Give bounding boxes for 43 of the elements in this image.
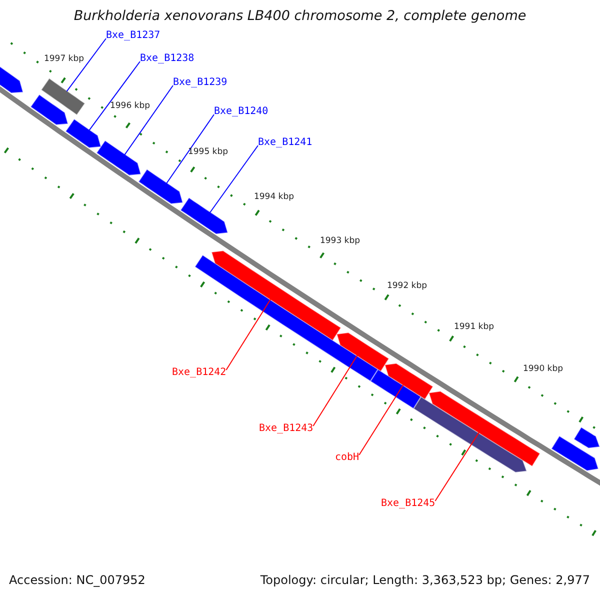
position-label: 1994 kbp [254, 193, 294, 203]
leader-line [124, 85, 174, 156]
gene-feature [551, 436, 598, 471]
gene-label: Bxe_B1243 [259, 423, 314, 434]
gene-label: Bxe_B1240 [214, 106, 268, 118]
accession-text: Accession: NC_007952 [9, 574, 146, 588]
gene-label: Bxe_B1238 [140, 53, 194, 64]
gene-feature [212, 250, 341, 340]
gene-feature [180, 198, 228, 234]
position-label: 1996 kbp [110, 102, 150, 112]
position-label: 1991 kbp [454, 323, 494, 333]
title: Burkholderia xenovorans LB400 chromosome 2, complete genome [72, 9, 528, 25]
genome-info-text: Topology: circular; Length: 3,363,523 bp; Genes: 2,977 [260, 574, 590, 588]
gene-feature [30, 94, 68, 125]
gene-feature [574, 427, 600, 448]
leader-line [166, 114, 214, 184]
gene-label: cobH [335, 452, 360, 464]
position-label: 1997 kbp [44, 55, 84, 65]
gene-feature [41, 78, 85, 115]
gene-label: Bxe_B1241 [258, 137, 312, 148]
leader-line [358, 384, 404, 456]
gene-label: Bxe_B1242 [172, 367, 226, 378]
leader-line [210, 145, 258, 214]
gene-feature [414, 396, 527, 472]
gene-feature [96, 140, 141, 176]
leader-line [312, 355, 358, 426]
gene-feature [384, 363, 433, 400]
gene-feature [370, 369, 421, 409]
position-label: 1995 kbp [188, 148, 228, 158]
gene-feature [336, 332, 389, 372]
gene-feature [138, 169, 183, 204]
gene-label: Bxe_B1245 [381, 498, 436, 510]
position-label: 1993 kbp [320, 237, 360, 247]
gene-feature [66, 119, 101, 148]
leader-line [66, 38, 106, 92]
gene-label: Bxe_B1237 [106, 30, 160, 42]
gene-label: Bxe_B1239 [173, 77, 228, 88]
position-label: 1992 kbp [386, 282, 428, 292]
leader-line [434, 432, 480, 502]
position-label: 1990 kbp [522, 365, 564, 375]
leader-line [226, 298, 271, 370]
leader-line [88, 61, 140, 131]
gene-feature [428, 391, 540, 466]
